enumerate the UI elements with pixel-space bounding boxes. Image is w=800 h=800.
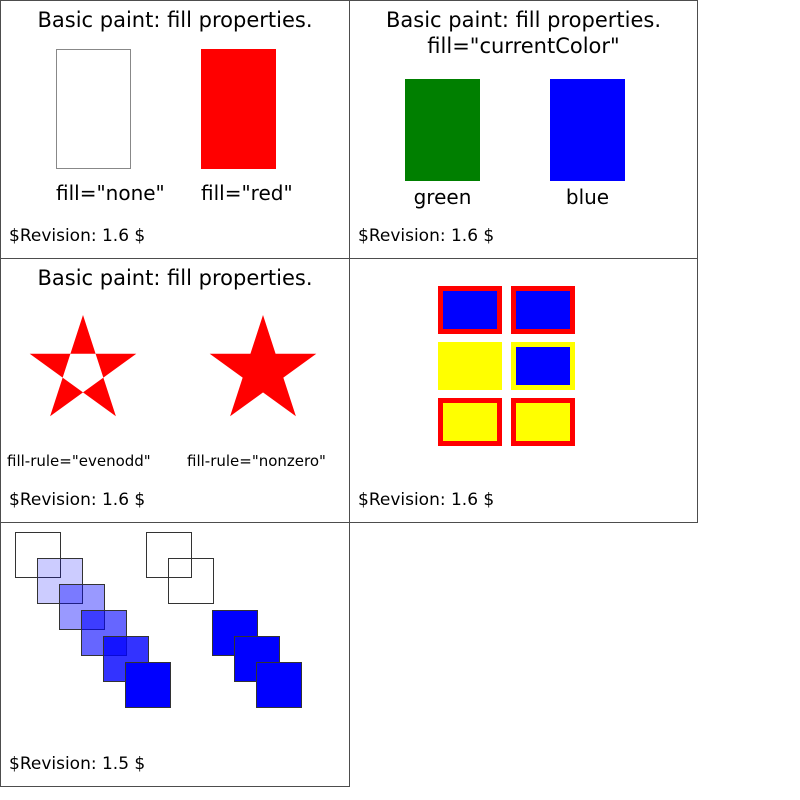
cell-fill-opacity: $Revision: 1.5 $ [0, 522, 350, 787]
cell-title-line1: Basic paint: fill properties. [385, 8, 661, 32]
grid-square [438, 286, 502, 334]
rect-label-none: fill="none" [56, 181, 165, 205]
grid-square [511, 398, 575, 446]
cell-fill-basic: Basic paint: fill properties. fill="none… [0, 0, 350, 259]
star-evenodd-shape [29, 315, 137, 417]
revision-text: $Revision: 1.5 $ [9, 754, 146, 774]
star-nonzero-shape [209, 315, 317, 417]
revision-text: $Revision: 1.6 $ [358, 226, 495, 246]
fill-opacity-square [125, 662, 171, 708]
rect-fill-blue [550, 79, 625, 181]
star-nonzero-icon [209, 315, 317, 417]
fill-opacity-square [37, 558, 83, 604]
opacity-cascade-right [146, 532, 336, 742]
grid-square [511, 342, 575, 390]
fill-opacity-square [15, 532, 61, 578]
grid-square [438, 342, 502, 390]
cell-title: Basic paint: fill properties. [37, 8, 313, 32]
cell-title: Basic paint: fill properties. fill="curr… [350, 7, 697, 59]
rect-fill-none [56, 49, 131, 169]
fill-opacity-square [146, 532, 192, 578]
revision-text: $Revision: 1.6 $ [9, 490, 146, 510]
cell-fill-stroke-grid: $Revision: 1.6 $ [349, 258, 698, 523]
fill-opacity-square [168, 558, 214, 604]
cell-fill-rule: Basic paint: fill properties. fill-rule=… [0, 258, 350, 523]
rect-label-red: fill="red" [201, 181, 293, 205]
rect-fill-red [201, 49, 276, 169]
star-label-nonzero: fill-rule="nonzero" [187, 452, 326, 470]
revision-text: $Revision: 1.6 $ [358, 490, 495, 510]
fill-opacity-square [256, 662, 302, 708]
rect-fill-green [405, 79, 480, 181]
cell-fill-current-color: Basic paint: fill properties. fill="curr… [349, 0, 698, 259]
star-label-evenodd: fill-rule="evenodd" [7, 452, 151, 470]
opacity-cascade-left [15, 532, 205, 742]
revision-text: $Revision: 1.6 $ [9, 226, 146, 246]
cell-title-line2: fill="currentColor" [427, 34, 620, 58]
star-evenodd-icon [29, 315, 137, 417]
cell-title: Basic paint: fill properties. [37, 266, 313, 290]
grid-square [511, 286, 575, 334]
swatch-label-blue: blue [565, 185, 610, 209]
swatch-label-green: green [413, 185, 472, 209]
grid-square [438, 398, 502, 446]
